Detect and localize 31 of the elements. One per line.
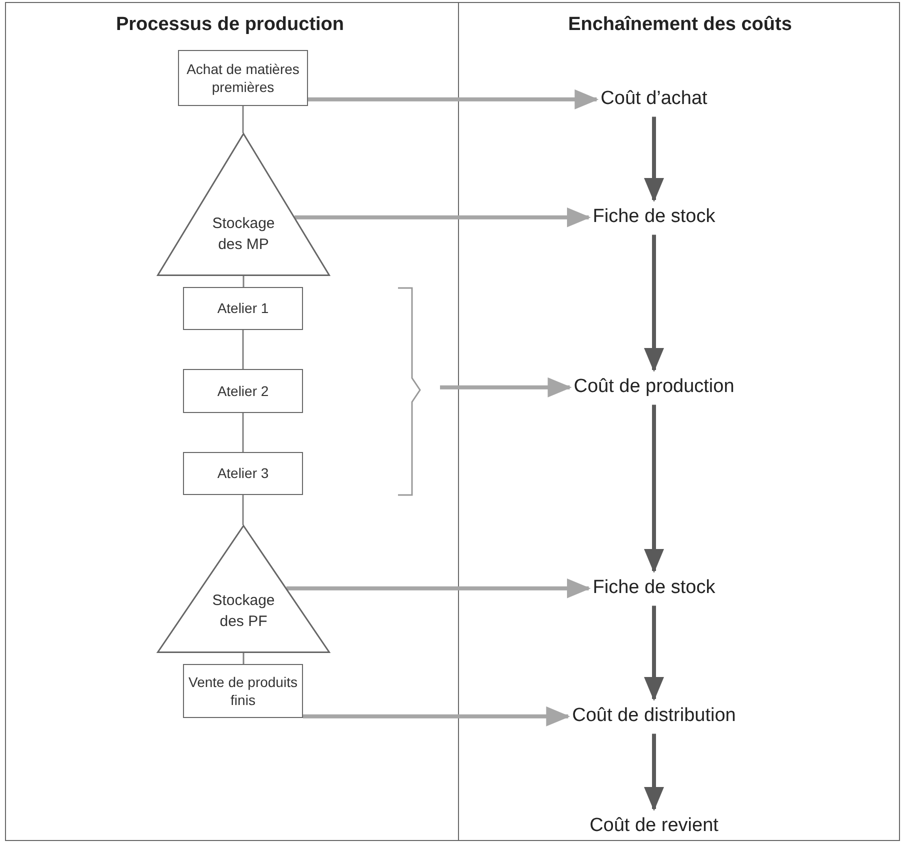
arrow xyxy=(440,377,572,398)
process-box: Achat de matières premières xyxy=(178,50,308,106)
process-box: Atelier 3 xyxy=(183,452,303,495)
connector-line xyxy=(242,413,244,452)
process-box: Atelier 1 xyxy=(183,287,303,330)
arrow xyxy=(644,734,664,811)
cost-label: Coût de revient xyxy=(590,815,718,838)
cost-label: Coût de production xyxy=(574,376,734,399)
arrow xyxy=(294,207,591,228)
arrow xyxy=(644,116,664,202)
column-header: Enchaînement des coûts xyxy=(567,14,793,36)
arrow xyxy=(644,404,664,573)
cost-label: Coût d’achat xyxy=(600,88,708,111)
column-header: Processus de production xyxy=(114,14,346,36)
arrow xyxy=(286,578,591,598)
arrow xyxy=(644,606,664,701)
cost-label: Fiche de stock xyxy=(592,577,716,600)
arrow xyxy=(308,89,599,110)
connector-line xyxy=(242,276,244,287)
storage-triangle: Stockage des MP xyxy=(157,133,330,276)
cost-label: Coût de distribution xyxy=(572,705,736,728)
arrow xyxy=(303,706,570,726)
cost-label: Fiche de stock xyxy=(592,206,716,229)
storage-triangle: Stockage des PF xyxy=(157,525,330,653)
process-box: Vente de produits finis xyxy=(183,664,303,718)
arrow xyxy=(644,234,664,372)
connector-line xyxy=(242,495,244,525)
connector-line xyxy=(242,106,244,133)
connector-line xyxy=(242,330,244,369)
process-box: Atelier 2 xyxy=(183,369,303,413)
connector-line xyxy=(242,653,244,664)
